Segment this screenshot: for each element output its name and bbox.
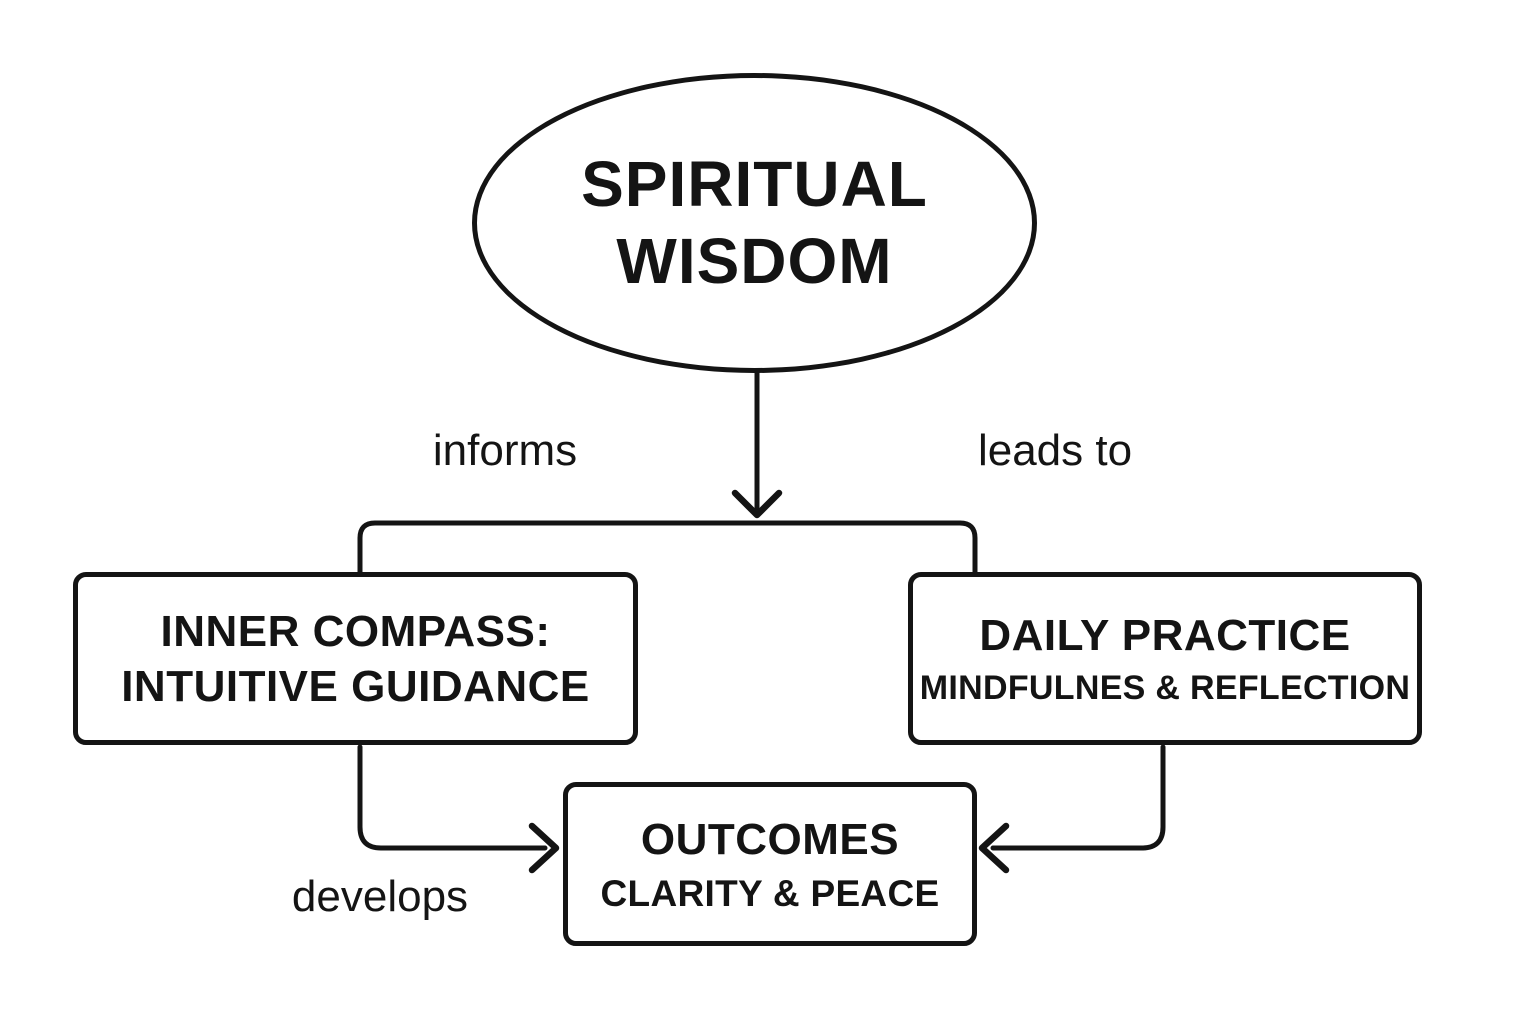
node-daily-practice: DAILY PRACTICE MINDFULNES & REFLECTION (908, 572, 1422, 745)
node-spiritual-wisdom-line2: WISDOM (616, 225, 893, 297)
node-inner-compass-line1: INNER COMPASS: (160, 606, 551, 656)
node-spiritual-wisdom-line1: SPIRITUAL (581, 148, 928, 221)
node-outcomes: OUTCOMES CLARITY & PEACE (563, 782, 977, 946)
edge-label-develops: develops (291, 872, 469, 921)
node-inner-compass-line2: INTUITIVE GUIDANCE (121, 661, 590, 711)
node-daily-practice-subtitle: MINDFULNES & REFLECTION (919, 669, 1411, 708)
arrowhead-left-icon (978, 822, 1010, 874)
edge-leads-to-outcomes (990, 744, 1166, 851)
edge-split (357, 520, 978, 575)
edge-label-informs: informs (432, 426, 578, 475)
arrowhead-right-icon (528, 822, 560, 874)
node-outcomes-title: OUTCOMES (640, 814, 900, 864)
edge-label-leads-to: leads to (977, 426, 1133, 475)
node-daily-practice-title: DAILY PRACTICE (979, 611, 1351, 661)
arrowhead-down-icon (731, 489, 783, 519)
node-inner-compass: INNER COMPASS: INTUITIVE GUIDANCE (73, 572, 638, 745)
node-spiritual-wisdom: SPIRITUAL WISDOM (472, 73, 1037, 373)
node-outcomes-subtitle: CLARITY & PEACE (600, 872, 940, 914)
edge-develops (357, 744, 548, 851)
